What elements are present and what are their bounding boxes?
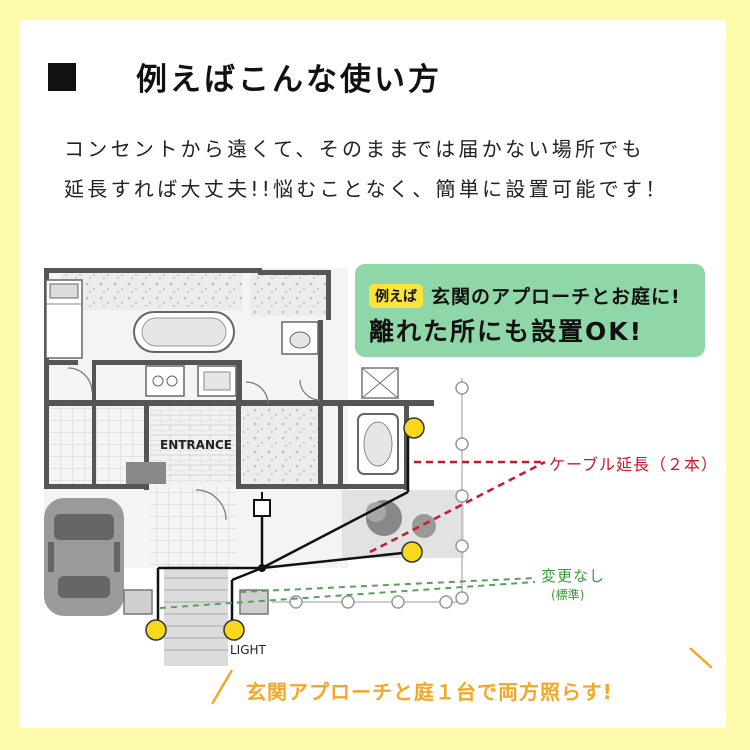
page-title: 例えばこんな使い方 bbox=[136, 62, 442, 98]
walls bbox=[44, 268, 434, 490]
description-line-2: 延長すれば大丈夫!!悩むことなく、簡単に設置可能です！ bbox=[64, 177, 669, 201]
shoe-cabinet bbox=[126, 462, 166, 484]
standard-label: 変更なし bbox=[541, 567, 606, 585]
fence bbox=[272, 378, 469, 609]
junction-dot bbox=[258, 564, 266, 572]
bathroom-tub-icon bbox=[357, 413, 399, 475]
description-line-1: コンセントから遠くて、そのままでは届かない場所でも bbox=[64, 137, 645, 161]
extension-lines bbox=[369, 460, 546, 554]
entrance-label: ENTRANCE bbox=[160, 438, 232, 452]
callout-line-2: 離れた所にも設置OK! bbox=[369, 317, 644, 346]
standard-sub-label: (標準) bbox=[551, 588, 585, 602]
gate-post-left bbox=[123, 589, 153, 615]
car-icon bbox=[44, 498, 124, 616]
kitchen-sink-icon bbox=[197, 365, 237, 397]
slogan-slashes bbox=[210, 647, 713, 705]
callout-box: 例えば 玄関のアプローチとお庭に! 離れた所にも設置OK! bbox=[355, 264, 705, 357]
entrance-steps bbox=[164, 566, 228, 666]
standard-lines bbox=[159, 577, 536, 609]
lamp-icons bbox=[145, 417, 425, 641]
gate-post-right bbox=[239, 589, 269, 615]
bottom-slogan: 玄関アプローチと庭１台で両方照らす! bbox=[246, 680, 613, 704]
heading-bullet bbox=[48, 63, 76, 91]
storage-box-icon bbox=[361, 367, 399, 399]
room-hall bbox=[242, 404, 320, 484]
washbasin-icon bbox=[281, 321, 319, 355]
callout-tag: 例えば bbox=[369, 284, 423, 308]
bathtub-icon bbox=[133, 311, 235, 353]
light-label: LIGHT bbox=[230, 643, 266, 657]
stove-icon bbox=[145, 365, 185, 397]
porch-floor bbox=[150, 486, 236, 566]
wiring bbox=[156, 428, 413, 626]
bed-icon bbox=[45, 279, 83, 359]
doors bbox=[67, 367, 321, 521]
cable-extension-label: ケーブル延長（２本） bbox=[549, 455, 719, 474]
room-upper-right bbox=[250, 270, 330, 316]
callout-line-1: 玄関のアプローチとお庭に! bbox=[431, 286, 681, 308]
room-upper bbox=[62, 270, 242, 310]
